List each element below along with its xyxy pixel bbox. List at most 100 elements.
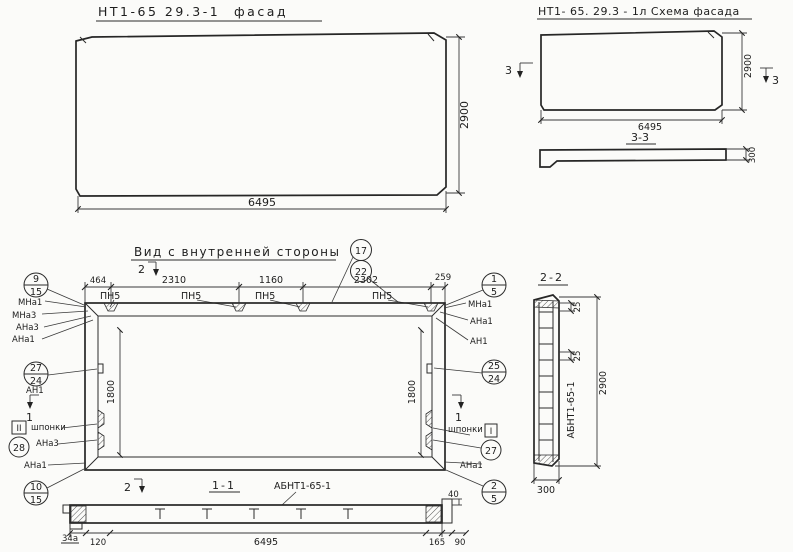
dim-25-mid: 25 [573,351,583,362]
scheme-dim-width: 6495 [638,122,662,133]
anchor-mark-5 [343,508,353,519]
section-2-2-dim-width: 300 [537,485,555,496]
section-1-1-end-left [70,505,87,523]
facade-dim-height: 2900 [458,101,471,129]
dim-34a: 34а [62,534,78,544]
section-2-2-title: 2-2 [540,271,564,284]
key-type-right: I [490,427,493,437]
plate-label-1: ПН5 [100,291,120,302]
dim-120: 120 [90,538,106,548]
inner-left-callouts: 9 15 МНа1 МНа3 АНа3 АНа1 27 24 АН1 II шп… [8,272,98,506]
dim-165: 165 [429,538,445,548]
section-1-1-title: 1-1 [212,479,236,492]
loop-left [97,363,104,374]
facade-corner-chamfer-left [79,36,87,44]
keys-label-right: шпонки [448,425,483,435]
section-1-1-hook-left [62,504,71,514]
section-1-1-part-label: АБНТ1-65-1 [274,481,331,492]
section-1-1-step-left [69,523,83,530]
section-2-2-view: 2-2 25 25 АБНТ1-65-1 2900 [530,271,609,496]
section-1-1-end-right [425,505,442,523]
shear-key-right-2 [425,431,433,451]
callout-15: 15 [30,287,42,298]
callout-2: 2 [491,481,497,492]
keys-label-left: шпонки [31,423,66,433]
shear-key-right-1 [425,409,433,429]
label-ana3-left: АНа3 [16,323,39,333]
scheme-cut-arrow-right [763,76,769,83]
callout-5: 5 [491,287,497,298]
scheme-cut-arrow-left [517,71,523,78]
label-an1-right: АН1 [470,337,488,347]
label-ana1-right: АНа1 [470,317,493,327]
cut-mark-1-left: 1 [26,411,33,424]
anchor-notch-4 [423,302,439,312]
callout-1: 1 [491,274,497,285]
inner-title: Вид с внутренней стороны [134,245,340,259]
facade-code: НТ1-65 29.3-1 [98,4,220,19]
label-mna1-right: МНа1 [468,300,492,310]
section-3-3-title: 3-3 [631,131,649,144]
dim-1800-left: 1800 [106,380,117,404]
anchor-notch-1 [103,302,119,312]
loop-right [426,363,433,374]
callout-24-right: 24 [488,374,500,385]
key-type-box-right [484,423,498,438]
anchor-notch-2 [231,302,247,312]
facade-view: НТ1-65 29.3-1 фасад 2900 6495 [74,4,471,213]
facade-scheme-view: НТ1- 65. 29.3 - 1л Схема фасада 3 3 2900… [505,5,779,168]
label-an1-left: АН1 [26,386,44,396]
inner-view: Вид с внутренней стороны 17 22 464 2310 … [8,239,507,506]
cut-mark-1-right: 1 [455,411,462,424]
dim-90: 90 [455,538,466,548]
shear-key-left-1 [97,409,105,429]
shear-key-left-2 [97,431,105,451]
label-ana1-right-bottom: АНа1 [460,461,483,471]
label-ana1-left: АНа1 [12,335,35,345]
plate-label-3: ПН5 [255,291,275,302]
facade-corner-chamfer [427,33,435,42]
anchor-mark-4 [296,508,306,519]
callout-22-value: 22 [355,267,367,278]
scheme-dim-height: 2900 [743,54,754,78]
callout-22 [350,260,372,282]
scheme-panel-outline [540,30,723,111]
section-1-1-block-right [441,498,453,524]
label-mna1-left: МНа1 [18,298,42,308]
anchor-mark-2 [202,508,212,519]
callout-24-left: 24 [30,376,42,387]
section-2-2-dim-height: 2900 [598,371,609,395]
facade-title: фасад [234,4,288,19]
dim-40: 40 [448,490,459,500]
dim-2310: 2310 [162,275,186,286]
callout-17-value: 17 [355,246,367,257]
cut-mark-2-bottom: 2 [124,481,131,494]
dim-2302: 2302 [354,275,378,286]
dim-259: 259 [435,273,451,283]
dim-1800-right: 1800 [407,380,418,404]
label-ana3-keys: АНа3 [36,439,59,449]
callout-25: 25 [488,361,500,372]
callout-27-left: 27 [30,363,42,374]
inner-panel-outline [84,302,446,471]
cut-mark-2-top: 2 [138,263,145,276]
callout-15b: 15 [30,495,42,506]
inner-right-callouts: 1 5 МНа1 АНа1 АН1 25 24 шпонки I 27 АНа1 [432,272,507,505]
scheme-dim-thickness: 300 [748,147,758,163]
callout-27-right: 27 [485,446,497,457]
key-type-box-left [11,420,27,435]
scheme-title: НТ1- 65. 29.3 - 1л Схема фасада [538,5,740,18]
section-3-3-strip [539,148,727,168]
label-ana1-left-bottom: АНа1 [24,461,47,471]
dim-25-top: 25 [573,302,583,313]
anchor-mark-1 [155,508,165,519]
callout-10: 10 [30,482,42,493]
callout-5b: 5 [491,494,497,505]
facade-dim-width: 6495 [248,196,276,209]
plate-label-4: ПН5 [372,291,392,302]
label-mna3-left: МНа3 [12,311,36,321]
section-1-1-dim-width: 6495 [254,537,278,548]
section-2-2-part-label: АБНТ1-65-1 [566,382,577,439]
